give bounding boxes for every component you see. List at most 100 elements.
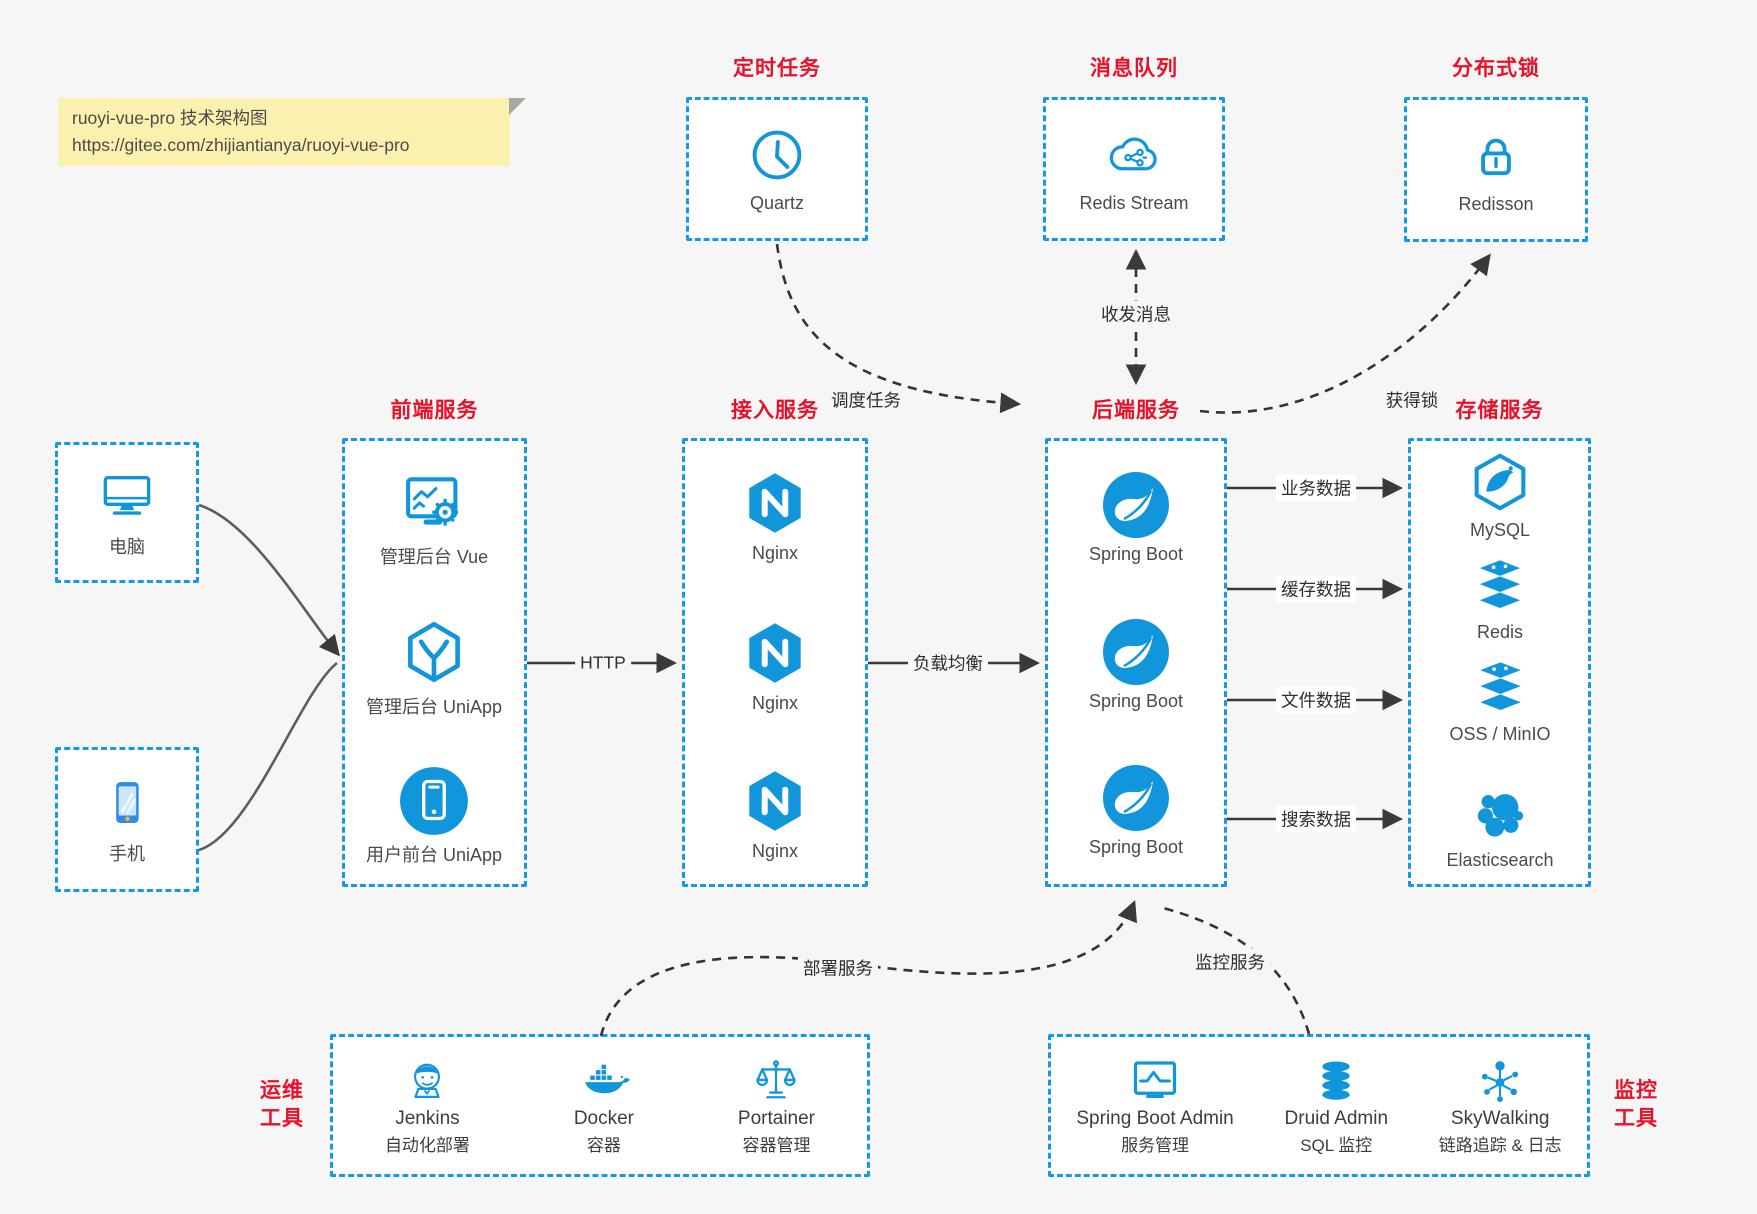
nginx-icon bbox=[738, 764, 812, 838]
section-title-message-queue: 消息队列 bbox=[1090, 57, 1178, 80]
edge-schedule-jobs bbox=[775, 243, 1022, 414]
redisson-label: Redisson bbox=[1458, 193, 1534, 214]
ops-tools-title-line2: 工具 bbox=[260, 1107, 304, 1130]
edge-pc-to-frontend bbox=[198, 503, 340, 657]
monitor-tools-title: 监控 工具 bbox=[1604, 1077, 1668, 1133]
nginx-icon bbox=[738, 616, 812, 690]
node-label: OSS / MinIO bbox=[1449, 724, 1551, 744]
ops-tools-title-line1: 运维 bbox=[260, 1079, 304, 1102]
druid-db-icon bbox=[1310, 1055, 1362, 1107]
node-label: 管理后台 Vue bbox=[379, 547, 489, 567]
tool-desc: 自动化部署 bbox=[384, 1136, 470, 1155]
node-nginx-1: Nginx bbox=[738, 466, 812, 564]
uniapp-user-icon bbox=[397, 764, 471, 838]
redis-stack-icon bbox=[1467, 553, 1533, 619]
pc-client-box: 电脑 bbox=[55, 442, 199, 583]
cloud-stream-icon bbox=[1103, 124, 1165, 186]
edge-label-messages: 收发消息 bbox=[1096, 300, 1176, 328]
docker-icon bbox=[578, 1055, 630, 1107]
skywalking-icon bbox=[1474, 1055, 1526, 1107]
edge-label-file-data: 文件数据 bbox=[1276, 686, 1356, 714]
node-label: 管理后台 UniApp bbox=[365, 697, 503, 717]
tool-jenkins: Jenkins 自动化部署 bbox=[385, 1055, 470, 1156]
section-title-distributed-lock: 分布式锁 bbox=[1452, 57, 1540, 80]
edge-mobile-to-frontend bbox=[198, 661, 338, 852]
monitor-tools-title-line1: 监控 bbox=[1614, 1079, 1658, 1102]
node-label: Redis bbox=[1476, 622, 1524, 642]
tool-name: Druid Admin bbox=[1284, 1108, 1389, 1129]
node-spring-boot-2: Spring Boot bbox=[1089, 616, 1183, 712]
note-fold-corner bbox=[509, 98, 526, 115]
node-redis: Redis bbox=[1467, 553, 1533, 643]
spring-boot-admin-icon bbox=[1129, 1055, 1181, 1107]
clock-icon bbox=[746, 124, 808, 186]
node-label: MySQL bbox=[1469, 520, 1530, 540]
elasticsearch-icon bbox=[1466, 779, 1534, 847]
edge-acquire-lock bbox=[1199, 253, 1491, 414]
node-mysql: MySQL bbox=[1465, 447, 1535, 541]
redis-stream-label: Redis Stream bbox=[1079, 193, 1189, 213]
ops-tools-box: Jenkins 自动化部署 Docker 容器 Portainer 容器管理 bbox=[330, 1034, 870, 1177]
portainer-icon bbox=[750, 1055, 802, 1107]
tool-desc: 容器管理 bbox=[742, 1136, 811, 1155]
tool-portainer: Portainer 容器管理 bbox=[738, 1055, 815, 1156]
redisson-box: Redisson bbox=[1404, 97, 1588, 242]
spring-boot-icon bbox=[1100, 762, 1172, 834]
node-nginx-2: Nginx bbox=[738, 616, 812, 714]
tool-druid-admin: Druid Admin SQL 监控 bbox=[1284, 1055, 1389, 1156]
node-user-uniapp: 用户前台 UniApp bbox=[366, 764, 502, 867]
pc-client-label: 电脑 bbox=[109, 537, 145, 557]
tool-spring-boot-admin: Spring Boot Admin 服务管理 bbox=[1076, 1055, 1234, 1156]
storage-stack-icon bbox=[1467, 655, 1533, 721]
tool-desc: SQL 监控 bbox=[1300, 1136, 1373, 1155]
node-label: Nginx bbox=[751, 543, 799, 563]
uniapp-cube-icon bbox=[397, 616, 471, 690]
node-label: Spring Boot bbox=[1088, 837, 1184, 857]
edge-label-monitor: 监控服务 bbox=[1190, 948, 1270, 976]
redis-stream-box: Redis Stream bbox=[1043, 97, 1225, 241]
mobile-client-label: 手机 bbox=[109, 844, 145, 864]
node-label: Nginx bbox=[751, 693, 799, 713]
edge-label-schedule: 调度任务 bbox=[826, 386, 906, 414]
nginx-icon bbox=[738, 466, 812, 540]
edge-label-http: HTTP bbox=[575, 651, 631, 675]
node-label: Nginx bbox=[751, 841, 799, 861]
smartphone-icon bbox=[97, 773, 157, 833]
tool-desc: 容器 bbox=[586, 1136, 621, 1155]
edge-label-deploy: 部署服务 bbox=[798, 954, 878, 982]
admin-vue-icon bbox=[397, 466, 471, 540]
node-spring-boot-3: Spring Boot bbox=[1089, 762, 1183, 858]
node-nginx-3: Nginx bbox=[738, 764, 812, 862]
node-label: 用户前台 UniApp bbox=[365, 845, 503, 865]
node-label: Elasticsearch bbox=[1446, 850, 1554, 870]
sticky-note: ruoyi-vue-pro 技术架构图 https://gitee.com/zh… bbox=[58, 98, 526, 166]
mobile-client-box: 手机 bbox=[55, 747, 199, 892]
tool-name: Spring Boot Admin bbox=[1076, 1108, 1234, 1129]
note-title: ruoyi-vue-pro 技术架构图 bbox=[72, 108, 268, 128]
node-admin-uniapp: 管理后台 UniApp bbox=[366, 616, 502, 719]
quartz-box: Quartz bbox=[686, 97, 868, 241]
lock-icon bbox=[1465, 125, 1527, 187]
node-label: Spring Boot bbox=[1088, 691, 1184, 711]
edge-label-lock: 获得锁 bbox=[1380, 386, 1444, 414]
node-label: Spring Boot bbox=[1088, 544, 1184, 564]
note-url: https://gitee.com/zhijiantianya/ruoyi-vu… bbox=[72, 135, 410, 155]
tool-desc: 服务管理 bbox=[1121, 1136, 1190, 1155]
ops-tools-title: 运维 工具 bbox=[250, 1077, 314, 1133]
node-elasticsearch: Elasticsearch bbox=[1446, 779, 1554, 871]
section-title-frontend: 前端服务 bbox=[390, 399, 479, 422]
tool-desc: 链路追踪 & 日志 bbox=[1438, 1136, 1562, 1155]
node-spring-boot-1: Spring Boot bbox=[1089, 469, 1183, 565]
edge-label-load-balance: 负载均衡 bbox=[908, 649, 988, 677]
section-title-backend: 后端服务 bbox=[1092, 399, 1180, 422]
tool-docker: Docker 容器 bbox=[574, 1055, 634, 1156]
edge-label-cache-data: 缓存数据 bbox=[1276, 575, 1356, 603]
section-title-scheduled-jobs: 定时任务 bbox=[733, 57, 821, 80]
node-admin-vue: 管理后台 Vue bbox=[380, 466, 488, 569]
jenkins-icon bbox=[401, 1055, 453, 1107]
monitor-tools-box: Spring Boot Admin 服务管理 Druid Admin SQL 监… bbox=[1048, 1034, 1590, 1177]
tool-name: Portainer bbox=[737, 1108, 816, 1129]
tool-name: Jenkins bbox=[395, 1108, 460, 1129]
edge-label-search-data: 搜索数据 bbox=[1276, 805, 1356, 833]
